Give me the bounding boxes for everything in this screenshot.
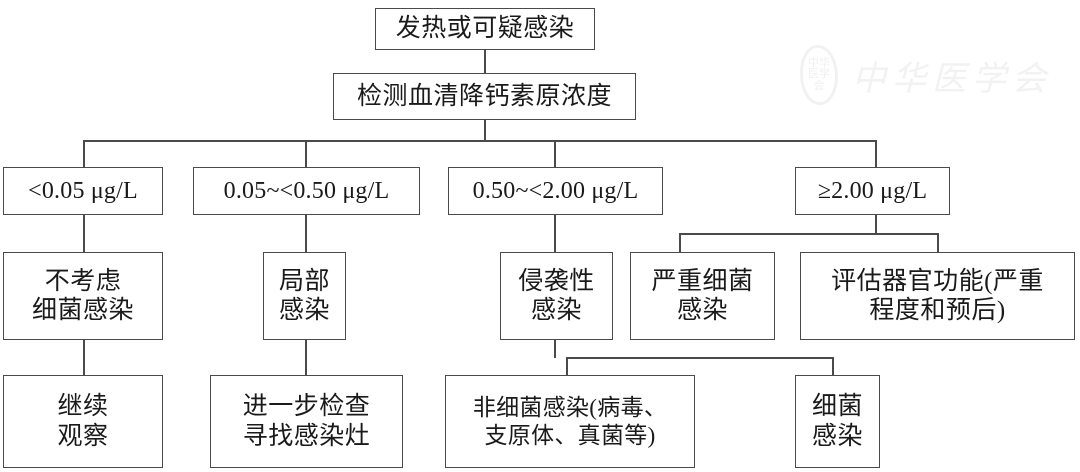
connector-to-organ-function xyxy=(937,233,939,252)
node-no-bacterial-infection-line-2: 细菌感染 xyxy=(31,297,134,324)
connector-to-pct-lt005 xyxy=(83,140,85,167)
node-organ-function-assessment-line-1: 评估器官功能(严重 xyxy=(831,267,1044,295)
node-bacterial-infection[interactable]: 细菌 感染 xyxy=(795,375,880,468)
node-invasive-infection-line-1: 侵袭性 xyxy=(518,267,595,295)
connector-to-pct-ge200 xyxy=(875,140,877,167)
node-severe-bacterial-infection-line-1: 严重细菌 xyxy=(651,267,754,295)
node-non-bacterial-infection-line-2: 支原体、真菌等) xyxy=(484,422,656,448)
node-further-examination-line-2: 寻找感染灶 xyxy=(242,422,371,450)
node-continue-observation[interactable]: 继续 观察 xyxy=(3,375,163,468)
node-further-examination[interactable]: 进一步检查 寻找感染灶 xyxy=(210,375,403,468)
node-invasive-infection-line-2: 感染 xyxy=(530,297,582,324)
node-non-bacterial-infection-line-1: 非细菌感染(病毒、 xyxy=(472,395,668,421)
node-pct-005-050[interactable]: 0.05~<0.50 μg/L xyxy=(193,167,420,215)
node-pct-lt-005[interactable]: <0.05 μg/L xyxy=(3,167,163,215)
node-non-bacterial-infection[interactable]: 非细菌感染(病毒、 支原体、真菌等) xyxy=(445,375,695,468)
node-bacterial-infection-line-2: 感染 xyxy=(811,422,863,450)
connector-local-to-further-exam xyxy=(305,340,307,375)
node-continue-observation-line-2: 观察 xyxy=(57,422,109,450)
connector-lt005-to-no-bacterial xyxy=(83,215,85,252)
node-pct-ge-200[interactable]: ≥2.00 μg/L xyxy=(795,167,950,215)
connector-to-pct-050-200 xyxy=(554,140,556,167)
connector-to-severe-bacterial xyxy=(679,233,681,252)
node-root[interactable]: 发热或可疑感染 xyxy=(375,8,595,50)
connector-to-bacterial xyxy=(832,357,834,375)
connector-to-non-bacterial xyxy=(566,357,568,375)
node-test-line-1: 检测血清降钙素原浓度 xyxy=(356,82,612,110)
connector-to-pct-005-050 xyxy=(305,140,307,167)
watermark-text: 中华医学会 xyxy=(852,60,1052,98)
connector-005-050-to-local xyxy=(305,215,307,252)
connector-ge200-down xyxy=(875,215,877,234)
connector-invasive-bus xyxy=(566,357,832,359)
node-severe-bacterial-infection[interactable]: 严重细菌 感染 xyxy=(630,252,775,340)
connector-invasive-down xyxy=(554,340,556,358)
node-bacterial-infection-line-1: 细菌 xyxy=(811,393,863,420)
node-local-infection-line-2: 感染 xyxy=(278,297,330,324)
connector-050-200-to-invasive xyxy=(554,215,556,252)
connector-test-down xyxy=(484,120,486,141)
node-test[interactable]: 检测血清降钙素原浓度 xyxy=(333,73,636,120)
connector-no-bacterial-to-observe xyxy=(83,340,85,375)
node-invasive-infection[interactable]: 侵袭性 感染 xyxy=(500,252,613,340)
connector-level2-bus xyxy=(83,140,876,142)
node-local-infection[interactable]: 局部 感染 xyxy=(263,252,346,340)
node-pct-005-050-line-1: 0.05~<0.50 μg/L xyxy=(223,177,390,204)
node-no-bacterial-infection[interactable]: 不考虑 细菌感染 xyxy=(3,252,163,340)
node-pct-050-200[interactable]: 0.50~<2.00 μg/L xyxy=(448,167,663,215)
node-no-bacterial-infection-line-1: 不考虑 xyxy=(44,267,122,295)
node-organ-function-assessment-line-2: 程度和预后) xyxy=(869,297,1006,324)
connector-ge200-bus xyxy=(679,233,938,235)
node-severe-bacterial-infection-line-2: 感染 xyxy=(676,297,728,324)
node-further-examination-line-1: 进一步检查 xyxy=(242,393,371,420)
watermark-seal-icon: 中华医学会 xyxy=(800,45,838,105)
connector-root-to-test xyxy=(484,50,486,73)
node-organ-function-assessment[interactable]: 评估器官功能(严重 程度和预后) xyxy=(800,252,1075,340)
watermark: 中华医学会 中华医学会 xyxy=(800,44,1052,106)
node-pct-ge-200-line-1: ≥2.00 μg/L xyxy=(817,177,928,204)
node-pct-050-200-line-1: 0.50~<2.00 μg/L xyxy=(472,177,639,204)
node-root-line-1: 发热或可疑感染 xyxy=(395,15,575,43)
node-continue-observation-line-1: 继续 xyxy=(57,393,109,420)
node-local-infection-line-1: 局部 xyxy=(278,267,330,295)
node-pct-lt-005-line-1: <0.05 μg/L xyxy=(28,177,138,204)
